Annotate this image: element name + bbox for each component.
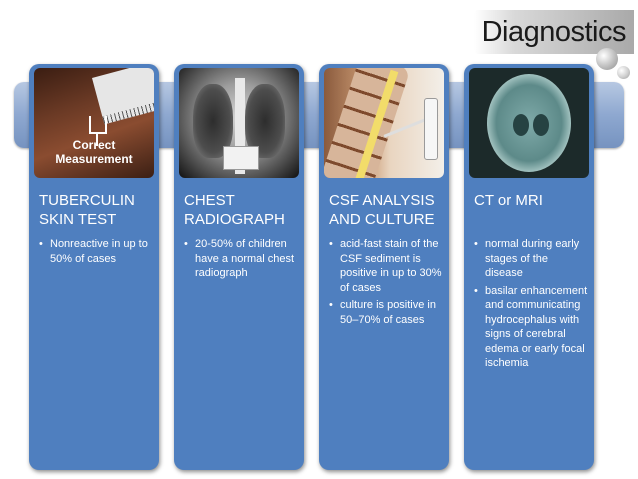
card-bullets: 20-50% of children have a normal chest r… xyxy=(184,237,298,284)
measurement-bracket-icon xyxy=(89,116,107,134)
card-title: CSF ANALYSIS AND CULTURE xyxy=(329,192,435,228)
card-tuberculin-skin-test: Correct Measurement TUBERCULIN SKIN TEST… xyxy=(29,64,159,470)
xray-label-shape xyxy=(223,146,259,170)
card-ct-mri: CT or MRI normal during early stages of … xyxy=(464,64,594,470)
ct-scan-photo xyxy=(469,68,589,178)
skin-test-photo: Correct Measurement xyxy=(34,68,154,178)
ventricle-shape xyxy=(533,114,549,136)
card-title: TUBERCULIN SKIN TEST xyxy=(39,192,135,228)
card-bullet: 20-50% of children have a normal chest r… xyxy=(184,237,298,281)
card-bullets: Nonreactive in up to 50% of cases xyxy=(39,237,153,269)
card-bullets: normal during early stages of the diseas… xyxy=(474,237,588,374)
syringe-icon xyxy=(424,98,438,160)
card-chest-radiograph: CHEST RADIOGRAPH 20-50% of children have… xyxy=(174,64,304,470)
decorative-orb-small-icon xyxy=(617,66,630,79)
decorative-orb-icon xyxy=(596,48,618,70)
card-title: CHEST RADIOGRAPH xyxy=(184,192,285,228)
chest-xray-photo xyxy=(179,68,299,178)
card-bullets: acid-fast stain of the CSF sediment is p… xyxy=(329,237,443,330)
skull-shape xyxy=(487,74,571,172)
card-bullet: acid-fast stain of the CSF sediment is p… xyxy=(329,237,443,295)
ventricle-shape xyxy=(513,114,529,136)
slide-title: Diagnostics xyxy=(473,10,634,54)
card-bullet: basilar enhancement and communicating hy… xyxy=(474,284,588,371)
left-lung-shape xyxy=(193,84,233,158)
photo-caption: Correct Measurement xyxy=(55,138,133,166)
lumbar-puncture-photo xyxy=(324,68,444,178)
right-lung-shape xyxy=(245,84,285,158)
card-title: CT or MRI xyxy=(474,192,543,209)
card-bullet: normal during early stages of the diseas… xyxy=(474,237,588,281)
card-csf-analysis: CSF ANALYSIS AND CULTURE acid-fast stain… xyxy=(319,64,449,470)
card-bullet: Nonreactive in up to 50% of cases xyxy=(39,237,153,266)
card-bullet: culture is positive in 50–70% of cases xyxy=(329,298,443,327)
spine-shape xyxy=(235,78,245,174)
